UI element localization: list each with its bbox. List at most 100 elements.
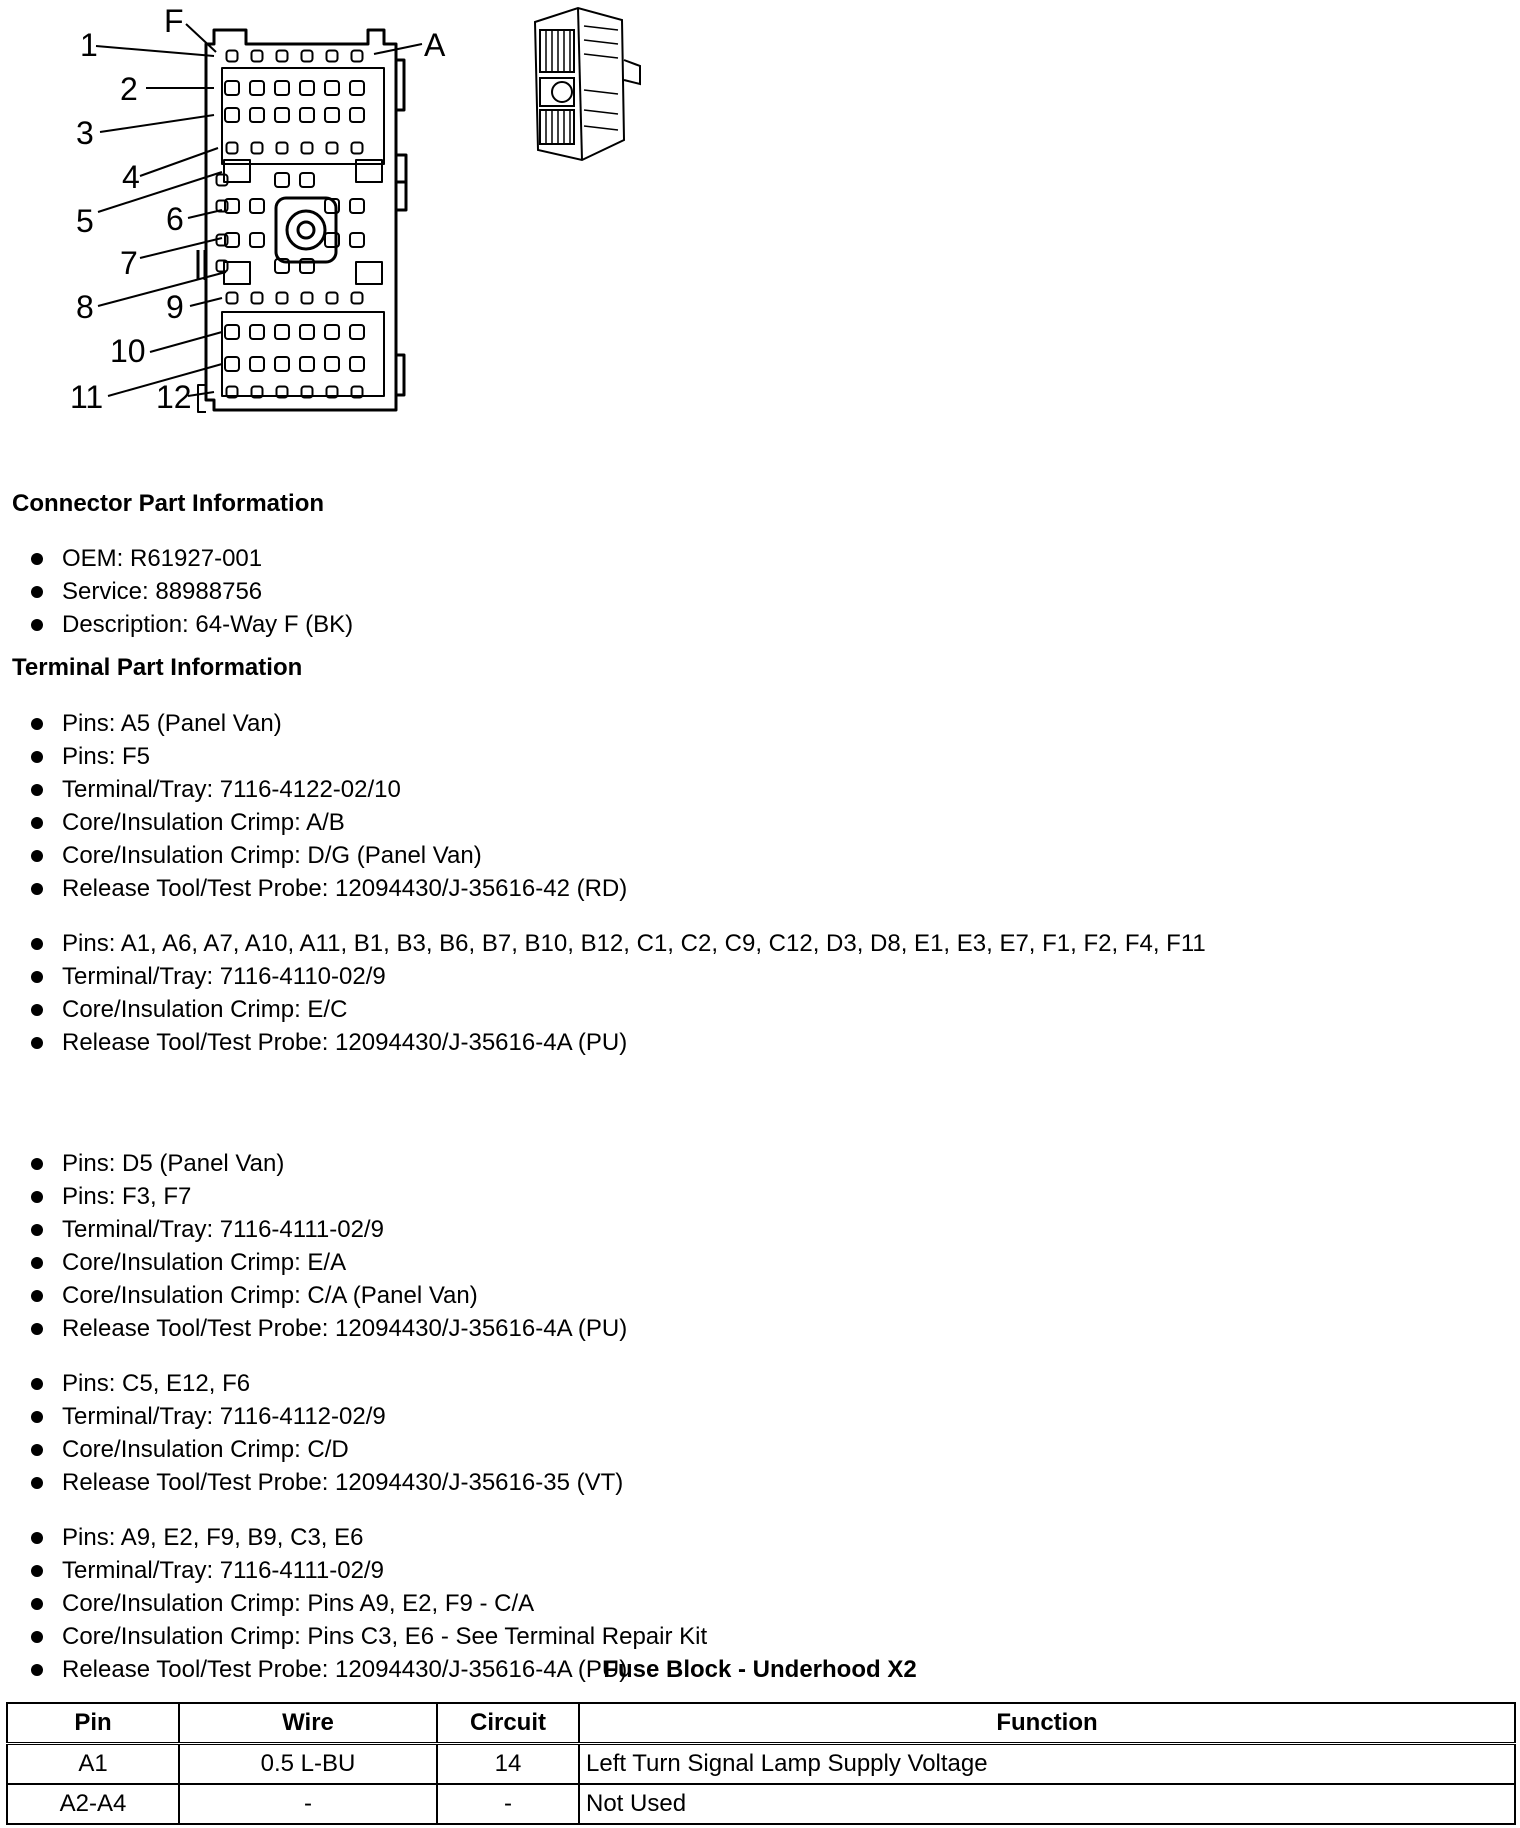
column-header-function: Function [578, 1702, 1516, 1745]
side-label-right: A [424, 27, 446, 63]
table-row: A2-A4--Not Used [6, 1783, 1516, 1825]
list-item: Core/Insulation Crimp: C/D [28, 1433, 623, 1466]
circuit-cell: - [436, 1783, 580, 1825]
column-header-circuit: Circuit [436, 1702, 580, 1745]
list-item: Terminal/Tray: 7116-4110-02/9 [28, 960, 1206, 993]
cavity-row-label: 10 [110, 333, 146, 369]
list-item: Pins: F5 [28, 740, 627, 773]
list-item: Core/Insulation Crimp: E/A [28, 1246, 627, 1279]
table-header-row: Pin Wire Circuit Function [6, 1702, 1516, 1745]
circuit-cell: 14 [436, 1742, 580, 1785]
terminal-cavity [324, 80, 340, 96]
terminal-cavity [249, 356, 265, 372]
terminal-cavity [299, 107, 315, 123]
terminal-cavity [300, 141, 314, 155]
terminal-cavity [250, 385, 264, 399]
list-item: Release Tool/Test Probe: 12094430/J-3561… [28, 872, 627, 905]
terminal-cavity [224, 80, 240, 96]
list-item: OEM: R61927-001 [28, 542, 353, 575]
terminal-cavity [225, 141, 239, 155]
terminal-cavity [324, 324, 340, 340]
terminal-cavity [274, 356, 290, 372]
terminal-part-information-heading: Terminal Part Information [12, 654, 303, 681]
list-item: Pins: F3, F7 [28, 1180, 627, 1213]
terminal-cavity [350, 385, 364, 399]
list-item: Terminal/Tray: 7116-4111-02/9 [28, 1554, 707, 1587]
list-item: Description: 64-Way F (BK) [28, 608, 353, 641]
terminal-cavity [324, 356, 340, 372]
column-header-pin: Pin [6, 1702, 180, 1745]
cavity-row-label: 1 [80, 27, 98, 63]
cavity-row-label: 8 [76, 289, 94, 325]
fuse-block-table-title: Fuse Block - Underhood X2 [603, 1656, 917, 1683]
terminal-cavity [274, 107, 290, 123]
terminal-cavity [299, 80, 315, 96]
terminal-cavity [350, 291, 364, 305]
terminal-group: Pins: A1, A6, A7, A10, A11, B1, B3, B6, … [28, 927, 1206, 1059]
terminal-cavity [249, 198, 265, 214]
terminal-cavity [350, 141, 364, 155]
terminal-cavity [349, 232, 365, 248]
terminal-cavity [215, 173, 229, 187]
list-item: Release Tool/Test Probe: 12094430/J-3561… [28, 1312, 627, 1345]
terminal-cavity [224, 324, 240, 340]
terminal-cavity [215, 199, 229, 213]
list-item: Terminal/Tray: 7116-4111-02/9 [28, 1213, 627, 1246]
list-item: Release Tool/Test Probe: 12094430/J-3561… [28, 1653, 707, 1686]
terminal-cavity [324, 232, 340, 248]
terminal-cavity [249, 232, 265, 248]
cavity-row-label: 4 [122, 159, 140, 195]
list-item: Release Tool/Test Probe: 12094430/J-3561… [28, 1466, 623, 1499]
list-item: Core/Insulation Crimp: C/A (Panel Van) [28, 1279, 627, 1312]
terminal-cavity [275, 141, 289, 155]
terminal-cavity [215, 259, 229, 273]
terminal-cavity [299, 258, 315, 274]
list-item: Release Tool/Test Probe: 12094430/J-3561… [28, 1026, 1206, 1059]
cavity-row-label: 5 [76, 203, 94, 239]
terminal-cavity [349, 324, 365, 340]
column-header-wire: Wire [178, 1702, 438, 1745]
wire-cell: 0.5 L-BU [178, 1742, 438, 1785]
terminal-cavity [350, 49, 364, 63]
terminal-cavity [250, 49, 264, 63]
cavity-row-label: 3 [76, 115, 94, 151]
list-item: Core/Insulation Crimp: E/C [28, 993, 1206, 1026]
terminal-cavity [299, 356, 315, 372]
terminal-cavity [275, 385, 289, 399]
terminal-cavity [249, 80, 265, 96]
list-item: Pins: A9, E2, F9, B9, C3, E6 [28, 1521, 707, 1554]
terminal-cavity [224, 198, 240, 214]
pin-cell: A2-A4 [6, 1783, 180, 1825]
function-cell: Not Used [578, 1783, 1516, 1825]
terminal-cavity [224, 232, 240, 248]
cavity-row-label: 2 [120, 71, 138, 107]
list-item: Pins: A1, A6, A7, A10, A11, B1, B3, B6, … [28, 927, 1206, 960]
connector-thumbnail [533, 6, 641, 162]
terminal-cavity [299, 324, 315, 340]
list-item: Pins: D5 (Panel Van) [28, 1147, 627, 1180]
list-item: Pins: C5, E12, F6 [28, 1367, 623, 1400]
function-cell: Left Turn Signal Lamp Supply Voltage [578, 1742, 1516, 1785]
terminal-cavity [225, 291, 239, 305]
terminal-cavity [275, 291, 289, 305]
terminal-cavity [225, 49, 239, 63]
terminal-cavity [325, 141, 339, 155]
list-item: Core/Insulation Crimp: Pins C3, E6 - See… [28, 1620, 707, 1653]
terminal-cavity [325, 291, 339, 305]
terminal-cavity [324, 107, 340, 123]
terminal-cavity [224, 356, 240, 372]
terminal-cavity [250, 141, 264, 155]
terminal-cavity [274, 80, 290, 96]
terminal-cavity [249, 324, 265, 340]
list-item: Pins: A5 (Panel Van) [28, 707, 627, 740]
terminal-cavity [250, 291, 264, 305]
terminal-cavity [300, 49, 314, 63]
terminal-cavity [349, 80, 365, 96]
